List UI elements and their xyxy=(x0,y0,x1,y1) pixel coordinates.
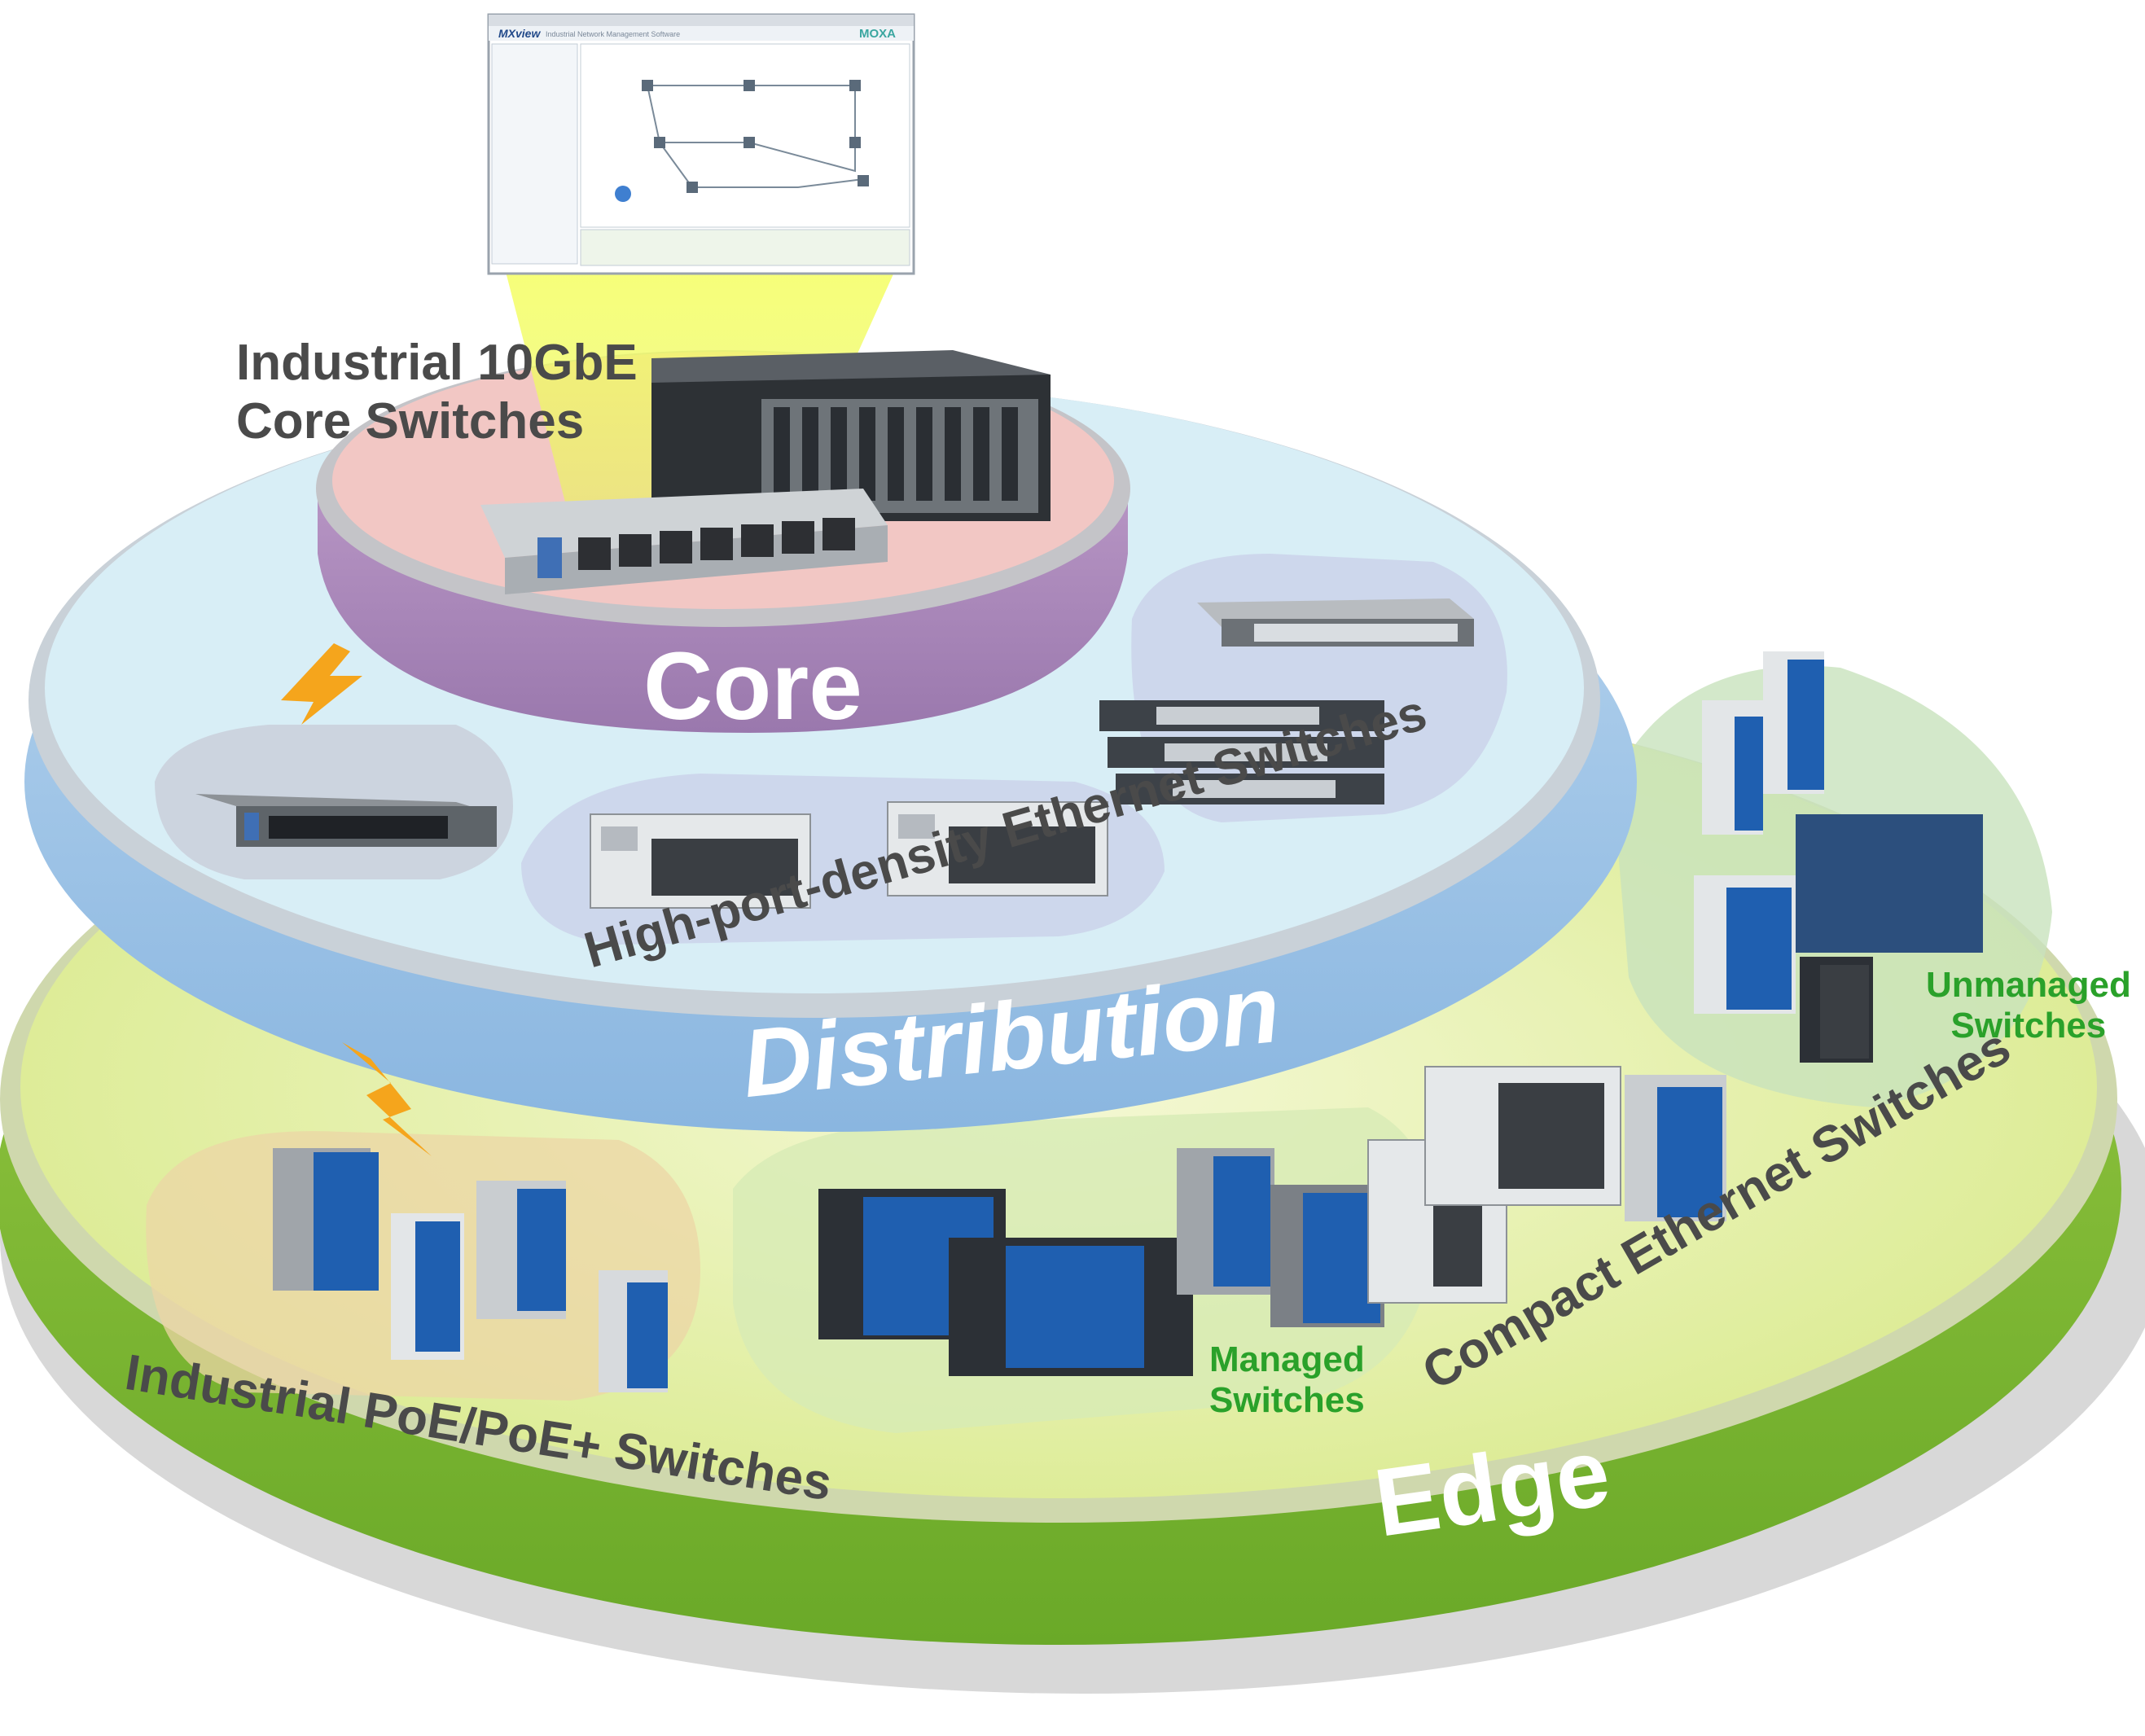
distribution-switch-top-right xyxy=(1197,598,1474,647)
edge-unmanaged-switches xyxy=(1694,651,1983,1063)
distribution-switch-left xyxy=(195,794,497,847)
core-title-line1: Industrial 10GbE xyxy=(236,335,638,391)
unmanaged-switches-label: Unmanaged Switches xyxy=(1926,965,2131,1046)
unmanaged-line2: Switches xyxy=(1950,1006,2107,1046)
software-title: MXview xyxy=(498,27,541,40)
topology-client-icon xyxy=(615,186,631,202)
edge-managed-switches xyxy=(818,1148,1384,1376)
software-brand: MOXA xyxy=(859,27,896,41)
topology-nodes xyxy=(642,80,869,193)
core-switch-rackmount xyxy=(480,489,888,594)
distribution-switch-modular-2 xyxy=(887,801,1108,896)
event-log-panel xyxy=(580,229,910,266)
topology-panel xyxy=(580,43,910,228)
core-title-line2: Core Switches xyxy=(236,393,585,449)
lightning-upper-icon xyxy=(281,643,362,725)
software-subtitle: Industrial Network Management Software xyxy=(546,30,680,38)
window-header xyxy=(489,26,914,41)
lightning-lower-icon xyxy=(342,1042,432,1156)
core-tier-label: Core xyxy=(643,633,862,740)
distribution-switch-modular-1 xyxy=(590,813,811,909)
window-titlebar xyxy=(489,15,914,26)
core-switches-title: Industrial 10GbE Core Switches xyxy=(236,334,638,451)
distribution-switch-stack xyxy=(1099,700,1384,804)
device-tree-panel xyxy=(491,43,578,265)
unmanaged-line1: Unmanaged xyxy=(1926,965,2131,1005)
core-switch-chassis xyxy=(651,350,1051,521)
managed-switches-label: Managed Switches xyxy=(1209,1339,1365,1421)
managed-line1: Managed xyxy=(1209,1339,1365,1379)
edge-poe-switches xyxy=(273,1148,668,1392)
edge-compact-switches xyxy=(1367,1066,1726,1304)
managed-line2: Switches xyxy=(1209,1380,1365,1420)
